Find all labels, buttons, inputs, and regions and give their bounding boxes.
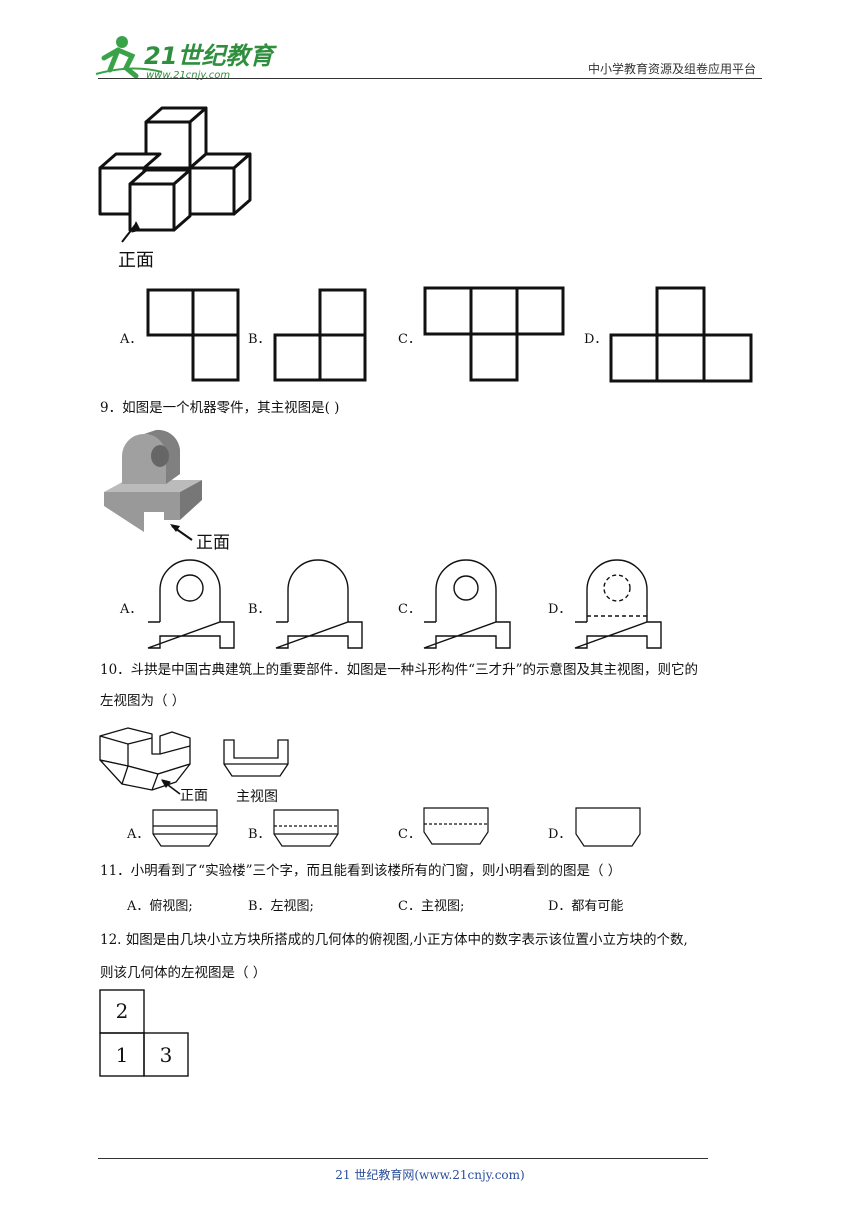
q8-front-label: 正面 — [118, 250, 154, 271]
q8-option-a-label[interactable]: A． — [120, 332, 143, 347]
grid-cell-bottom-left: 1 — [116, 1043, 129, 1067]
q10-main-view-figure — [222, 738, 292, 784]
q8-figure: 正面 — [96, 104, 256, 278]
q9-option-b-label[interactable]: B． — [248, 602, 271, 617]
q10-front-label: 正面 — [180, 788, 208, 804]
footer-divider — [98, 1158, 708, 1159]
q9-option-d-figure[interactable] — [573, 559, 665, 656]
q11-text: 11．小明看到了“实验楼”三个字，而且能看到该楼所有的门窗，则小明看到的图是（ … — [100, 863, 622, 879]
q10-main-view-label: 主视图 — [236, 789, 278, 805]
q10-figure: 正面 — [98, 724, 298, 812]
q9-option-b-figure[interactable] — [274, 559, 364, 656]
q10-text-line2: 左视图为（ ） — [100, 693, 186, 709]
q10-option-d-figure[interactable] — [574, 806, 644, 854]
q8-option-b-label[interactable]: B． — [248, 332, 271, 347]
q10-option-b-label[interactable]: B． — [248, 827, 271, 842]
q8-option-c-figure[interactable] — [423, 286, 565, 386]
q9-front-label: 正面 — [196, 533, 230, 553]
q12-text-line1: 12. 如图是由几块小立方块所搭成的几何体的俯视图,小正方体中的数字表示该位置小… — [100, 932, 688, 948]
q8-option-d-figure[interactable] — [609, 286, 753, 388]
q11-option-c[interactable]: C．主视图; — [398, 899, 465, 914]
q8-option-c-label[interactable]: C． — [398, 332, 421, 347]
q9-option-c-figure[interactable] — [422, 559, 514, 656]
q12-top-view-grid: 2 1 3 — [99, 989, 191, 1081]
q10-option-a-figure[interactable] — [151, 808, 221, 854]
q10-option-a-label[interactable]: A． — [127, 827, 150, 842]
logo-text: 21世纪教育 — [144, 42, 277, 70]
q9-option-a-label[interactable]: A． — [120, 602, 143, 617]
header-platform-text: 中小学教育资源及组卷应用平台 — [587, 62, 756, 76]
grid-cell-top: 2 — [116, 999, 129, 1023]
q8-option-a-figure[interactable] — [146, 288, 240, 386]
grid-cell-bottom-right: 3 — [160, 1043, 173, 1067]
q8-option-b-figure[interactable] — [273, 288, 367, 386]
q10-option-c-figure[interactable] — [422, 806, 492, 852]
footer-text[interactable]: 21 世纪教育网(www.21cnjy.com) — [335, 1168, 525, 1182]
q9-figure: 正面 — [100, 428, 250, 562]
header-divider — [98, 78, 762, 79]
q11-option-d[interactable]: D．都有可能 — [548, 899, 624, 914]
runner-icon — [95, 36, 163, 79]
logo-url: www.21cnjy.com — [146, 70, 230, 81]
q8-option-d-label[interactable]: D． — [584, 332, 608, 347]
q9-option-a-figure[interactable] — [146, 559, 236, 656]
q10-text-line1: 10．斗拱是中国古典建筑上的重要部件．如图是一种斗形构件“三才升”的示意图及其主… — [100, 662, 698, 678]
q10-option-b-figure[interactable] — [272, 808, 342, 854]
q11-option-b[interactable]: B．左视图; — [248, 899, 314, 914]
q10-option-c-label[interactable]: C． — [398, 827, 421, 842]
site-logo: 21世纪教育 www.21cnjy.com — [92, 28, 277, 84]
q11-option-a[interactable]: A．俯视图; — [127, 899, 193, 914]
q9-option-d-label[interactable]: D． — [548, 602, 572, 617]
q9-option-c-label[interactable]: C． — [398, 602, 421, 617]
q9-text: 9．如图是一个机器零件，其主视图是( ) — [100, 400, 340, 416]
q10-option-d-label[interactable]: D． — [548, 827, 572, 842]
q12-text-line2: 则该几何体的左视图是（ ） — [100, 965, 267, 981]
